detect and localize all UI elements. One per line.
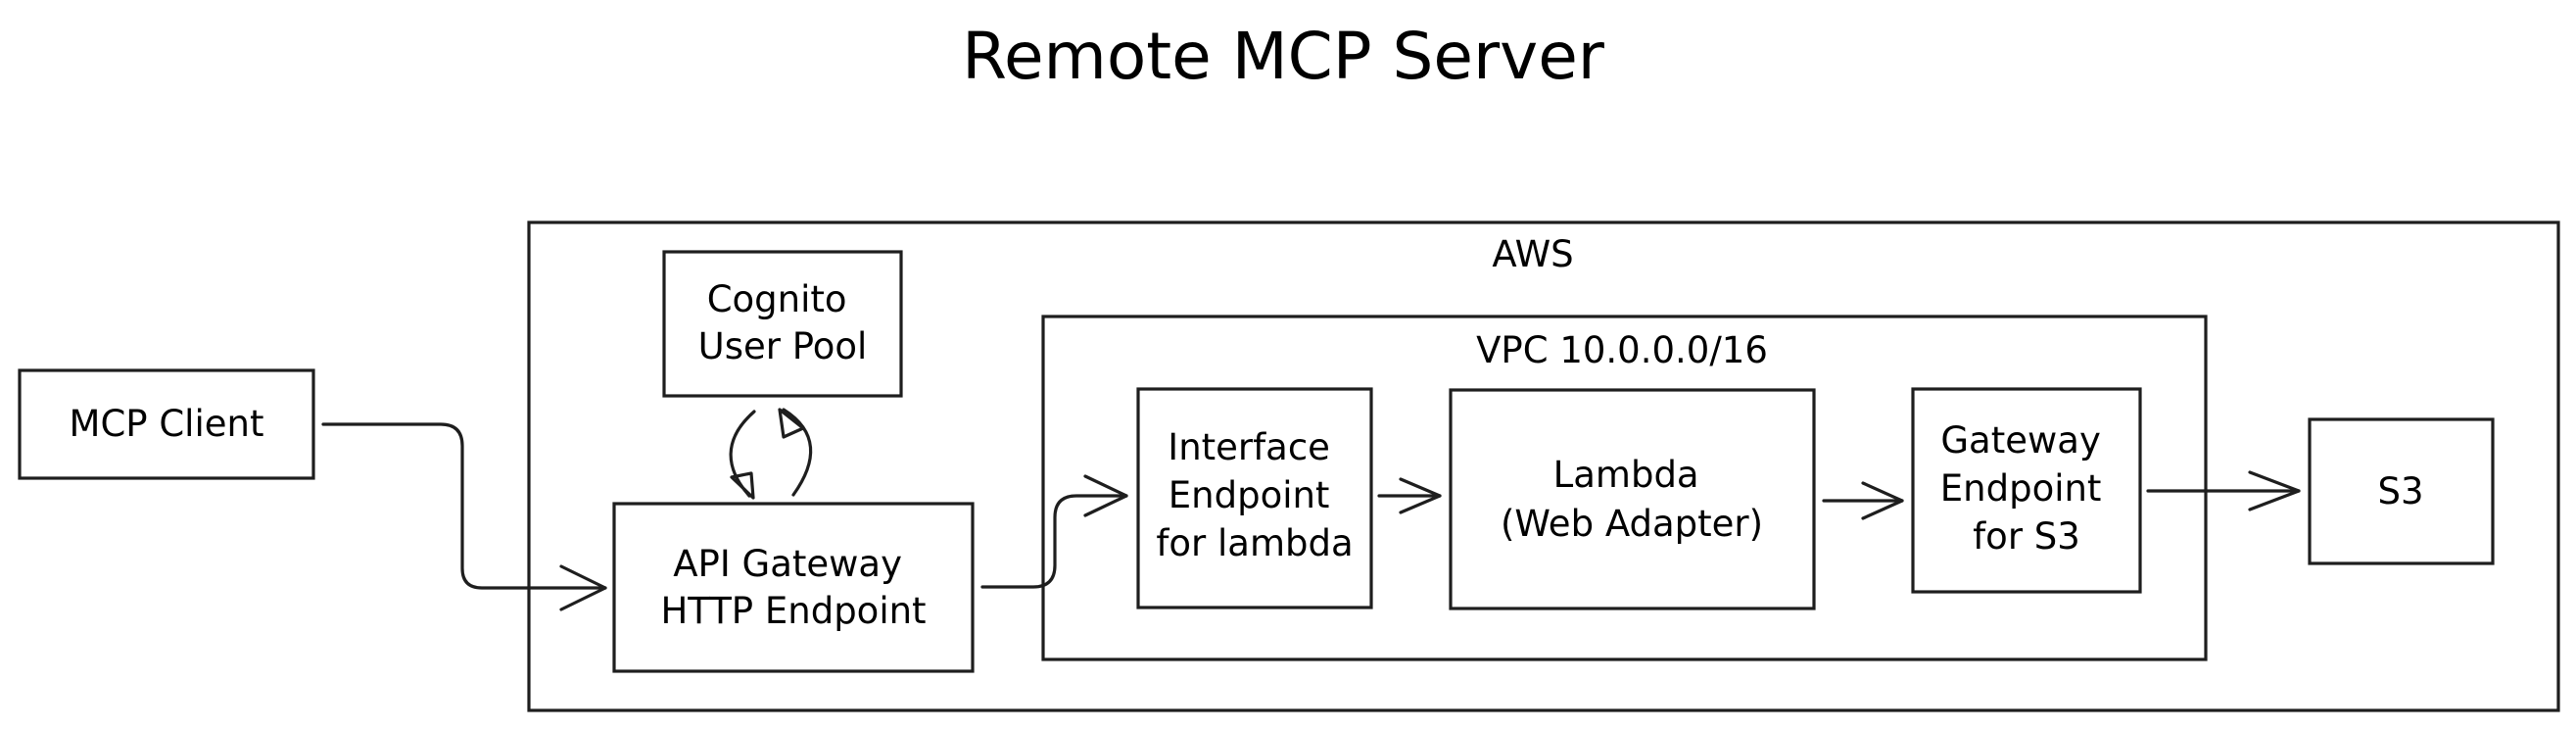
mcp-client-label: MCP Client [70,403,264,445]
edge-gateway-endpoint-to-s3 [2146,470,2301,511]
api-gateway-node [612,502,975,673]
edge-apigw-to-cognito [778,408,813,497]
lambda-label: Lambda (Web Adapter) [1501,454,1763,545]
aws-group-label: AWS [1492,233,1573,275]
edge-interface-to-lambda [1377,477,1442,514]
vpc-group-box [1041,315,2208,661]
diagram-title: Remote MCP Server [962,19,1605,94]
cognito-node [662,250,903,398]
mcp-client-node [18,368,315,480]
lambda-node [1449,388,1816,610]
gateway-endpoint-node [1911,387,2142,594]
edge-cognito-to-apigw [729,410,756,500]
aws-group-box [527,220,2560,712]
cognito-label: Cognito User Pool [698,278,868,367]
interface-endpoint-node [1136,387,1373,609]
interface-endpoint-label: Interface Endpoint for lambda [1156,426,1353,564]
edge-lambda-to-gateway-endpoint [1822,481,1904,520]
edge-apigw-to-interface [980,474,1128,589]
vpc-group-label: VPC 10.0.0.0/16 [1476,329,1768,371]
s3-node [2308,417,2495,565]
api-gateway-label: API Gateway HTTP Endpoint [660,543,926,632]
gateway-endpoint-label: Gateway Endpoint for S3 [1940,419,2113,558]
edge-client-to-apigw [321,422,607,611]
s3-label: S3 [2377,470,2423,512]
